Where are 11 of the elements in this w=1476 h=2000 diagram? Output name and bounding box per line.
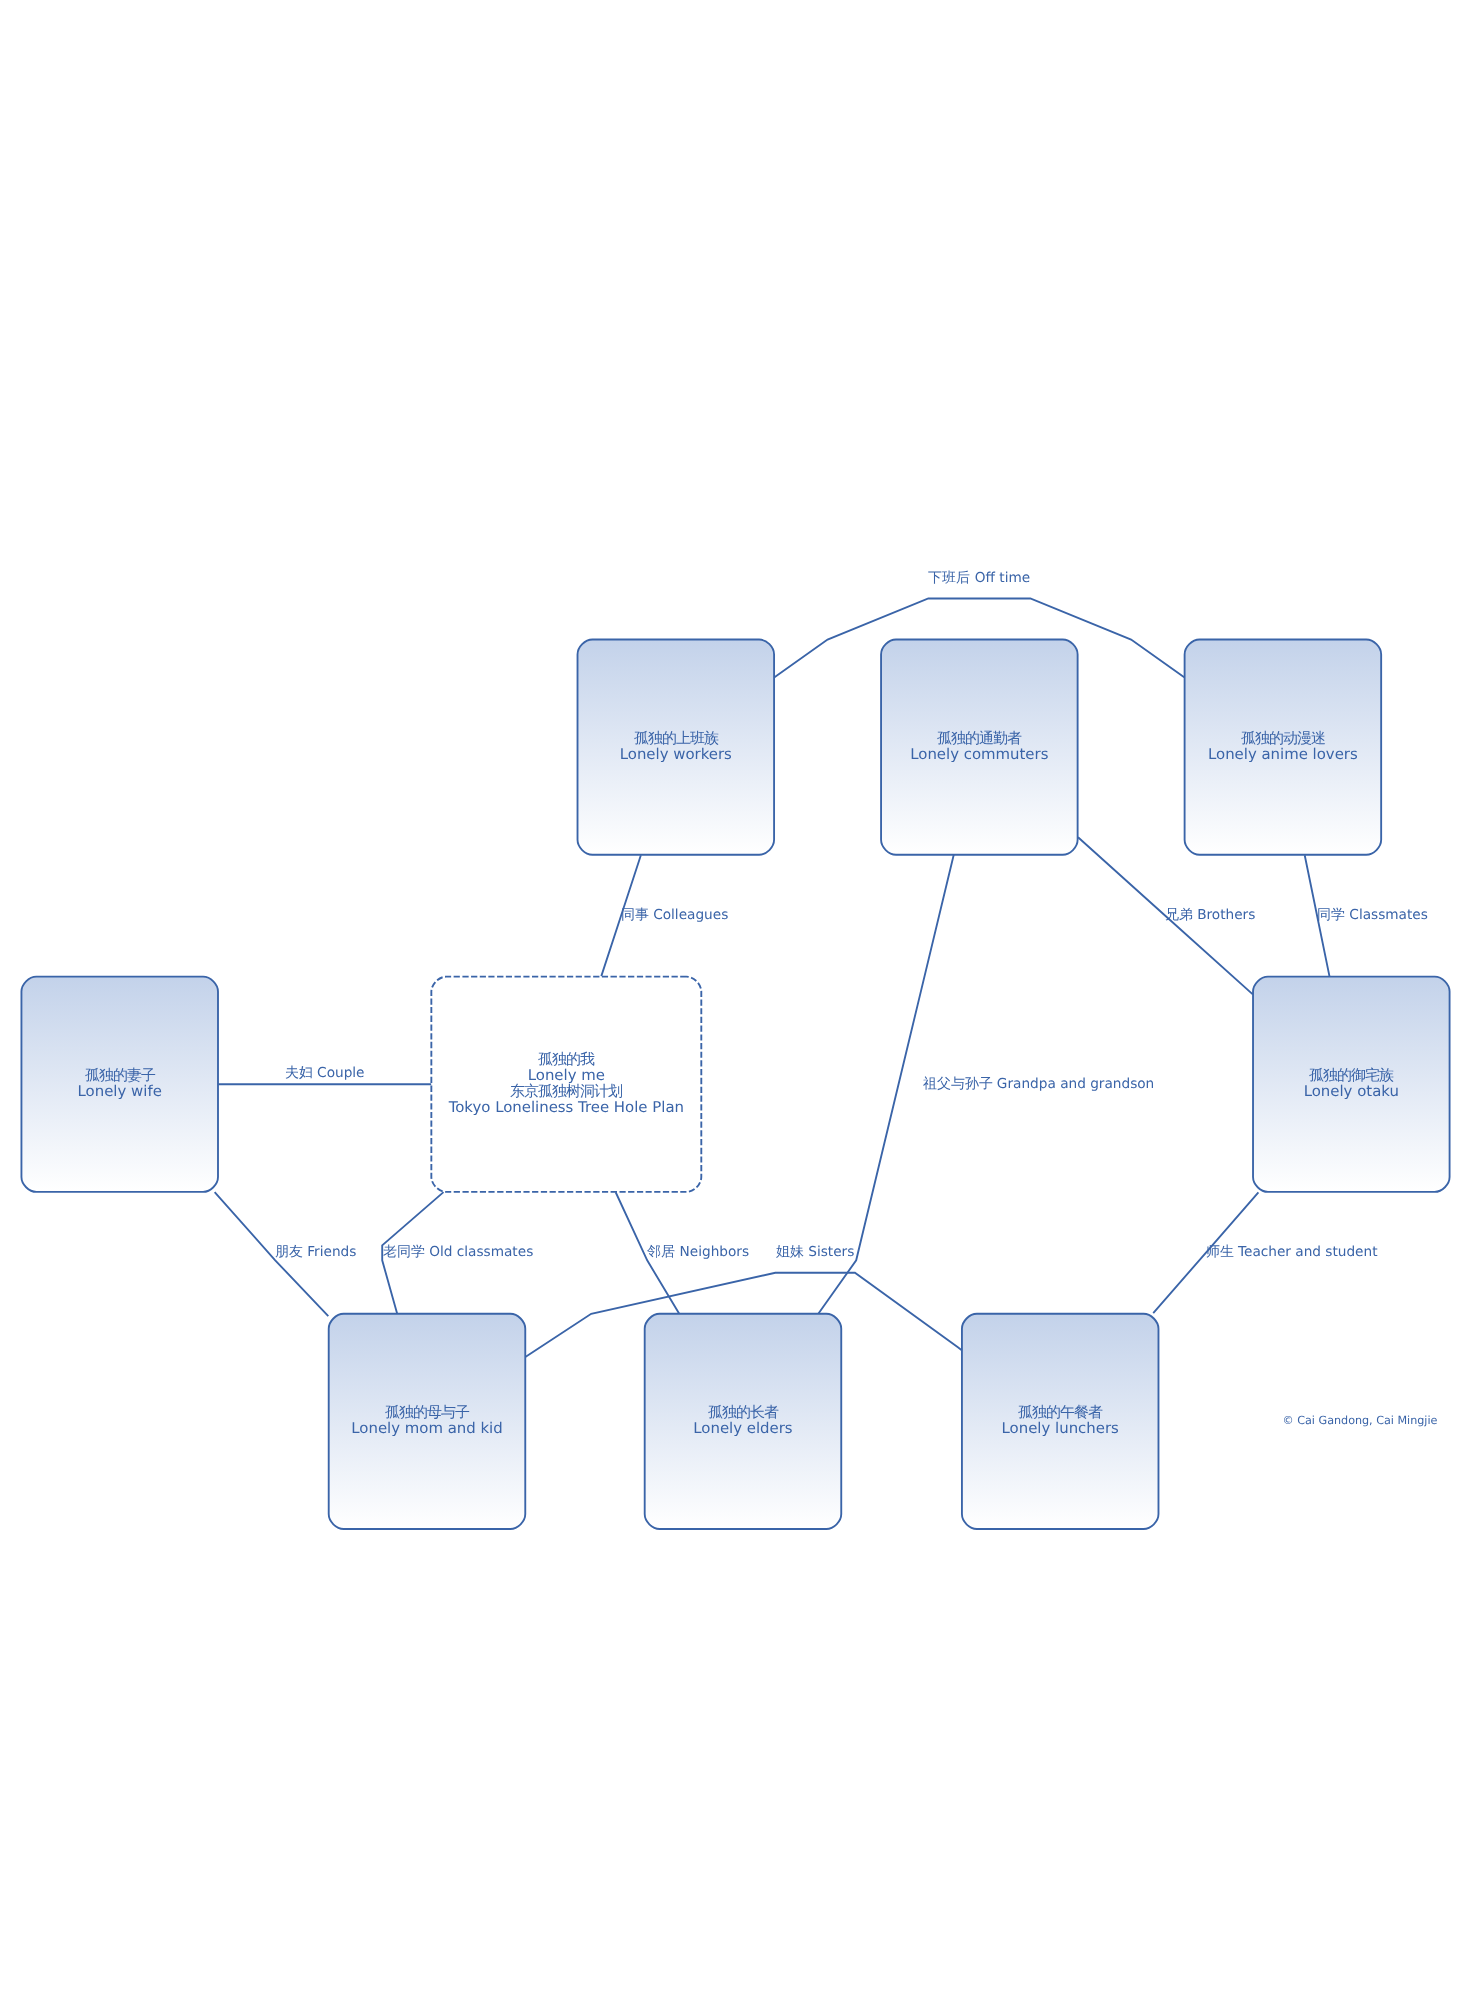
connector bbox=[213, 1191, 330, 1318]
connector bbox=[614, 1191, 680, 1315]
connector bbox=[524, 1271, 963, 1358]
connector bbox=[217, 1083, 433, 1086]
connector bbox=[600, 854, 642, 978]
connector bbox=[1077, 836, 1254, 996]
connector bbox=[817, 853, 955, 1315]
connector bbox=[381, 1191, 445, 1315]
connector bbox=[773, 597, 1186, 679]
connector bbox=[1152, 1191, 1260, 1315]
connector bbox=[1303, 854, 1331, 978]
